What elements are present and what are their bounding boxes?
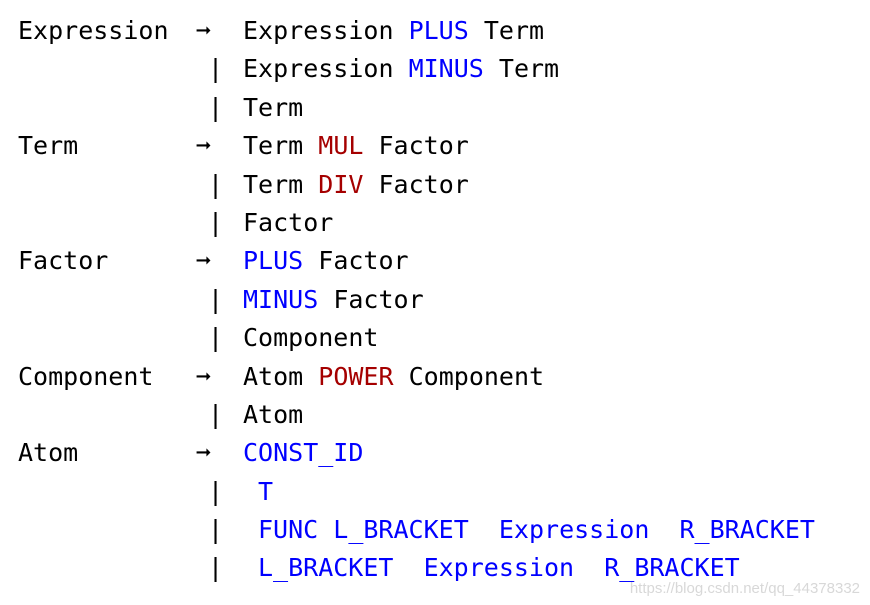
lhs-nonterminal: Expression [18,16,169,45]
production-arrow-icon: ➞ [196,361,212,391]
production-arrow-icon: ➞ [196,16,212,45]
rhs-production: CONST_ID [243,434,363,472]
grammar-line: Factor ➞ PLUS Factor [18,242,868,280]
nonterminal-symbol: Component [243,323,379,353]
rhs-production: Component [243,319,378,357]
rhs-production: PLUS Factor [243,242,409,280]
nonterminal-symbol: Term [483,16,545,45]
rhs-production: T [258,473,273,511]
rhs-production: Expression MINUS Term [243,50,559,88]
lhs-nonterminal: Atom [18,438,79,468]
terminal-symbol: L_BRACKET [258,553,409,583]
alternative-bar: | [208,92,224,122]
nonterminal-symbol: Term [243,92,304,122]
rhs-production: FUNC L_BRACKET Expression R_BRACKET [258,511,815,549]
lhs-nonterminal: Component [18,361,154,391]
rhs-production: Term [243,89,303,127]
production-arrow-icon: ➞ [196,131,212,161]
rhs-production: Atom [243,396,303,434]
nonterminal-symbol: Component [408,361,545,391]
rhs-production: Factor [243,204,333,242]
grammar-line: | MINUS Factor [18,281,868,319]
terminal-symbol: R_BRACKET [604,553,740,583]
grammar-line: | Term [18,89,868,127]
terminal-symbol: T [258,476,274,506]
alternative-bar: | [208,323,224,353]
terminal-symbol: Expression [498,515,665,545]
production-arrow-icon: ➞ [196,246,212,276]
terminal-symbol: PLUS [408,16,469,45]
alternative-bar: | [208,476,224,506]
grammar-rules: Expression ➞ Expression PLUS Term | Expressi… [18,12,868,588]
grammar-line: | Atom [18,396,868,434]
grammar-line: | Term DIV Factor [18,166,868,204]
nonterminal-symbol: Expression [243,54,394,84]
grammar-line: | Factor [18,204,868,242]
alternative-bar: | [208,207,224,237]
nonterminal-symbol: Factor [378,169,469,199]
lhs-nonterminal: Factor [18,246,109,276]
lhs-nonterminal: Term [18,131,79,161]
grammar-line: Component ➞ Atom POWER Component [18,358,868,396]
terminal-symbol: POWER [318,361,394,391]
nonterminal-symbol: Term [243,169,304,199]
grammar-line: Expression ➞ Expression PLUS Term [18,12,868,50]
grammar-line: | Expression MINUS Term [18,50,868,88]
nonterminal-symbol: Factor [318,246,409,276]
grammar-line: |T [18,473,868,511]
terminal-symbol: L_BRACKET [333,515,484,545]
alternative-bar: | [208,169,224,199]
rhs-production: Term DIV Factor [243,166,469,204]
terminal-symbol: MUL [318,131,364,161]
watermark-text: https://blog.csdn.net/qq_44378332 [629,580,860,597]
grammar-line: | FUNC L_BRACKET Expression R_BRACKET [18,511,868,549]
nonterminal-symbol: Term [243,131,304,161]
nonterminal-symbol: Factor [333,284,424,314]
rhs-production: Atom POWER Component [243,358,544,396]
nonterminal-symbol: Expression [243,16,394,45]
alternative-bar: | [208,553,224,583]
terminal-symbol: CONST_ID [243,438,364,468]
nonterminal-symbol: Atom [243,399,304,429]
grammar-line: | Component [18,319,868,357]
terminal-symbol: MINUS [408,54,484,84]
terminal-symbol: DIV [318,169,364,199]
alternative-bar: | [208,54,224,84]
alternative-bar: | [208,399,224,429]
grammar-line: Term ➞ Term MUL Factor [18,127,868,165]
nonterminal-symbol: Factor [243,207,334,237]
rhs-production: Expression PLUS Term [243,12,544,50]
alternative-bar: | [208,515,224,545]
production-arrow-icon: ➞ [196,438,212,468]
nonterminal-symbol: Term [498,54,560,84]
terminal-symbol: R_BRACKET [679,515,815,545]
terminal-symbol: MINUS [243,284,319,314]
grammar-line: Atom ➞ CONST_ID [18,434,868,472]
nonterminal-symbol: Factor [378,131,469,161]
grammar-line: | L_BRACKET Expression R_BRACKET [18,549,868,587]
rhs-production: L_BRACKET Expression R_BRACKET [258,549,740,587]
nonterminal-symbol: Atom [243,361,304,391]
terminal-symbol: PLUS [243,246,304,276]
alternative-bar: | [208,284,224,314]
terminal-symbol: Expression [423,553,590,583]
rhs-production: MINUS Factor [243,281,424,319]
terminal-symbol: FUNC [258,515,319,545]
rhs-production: Term MUL Factor [243,127,469,165]
